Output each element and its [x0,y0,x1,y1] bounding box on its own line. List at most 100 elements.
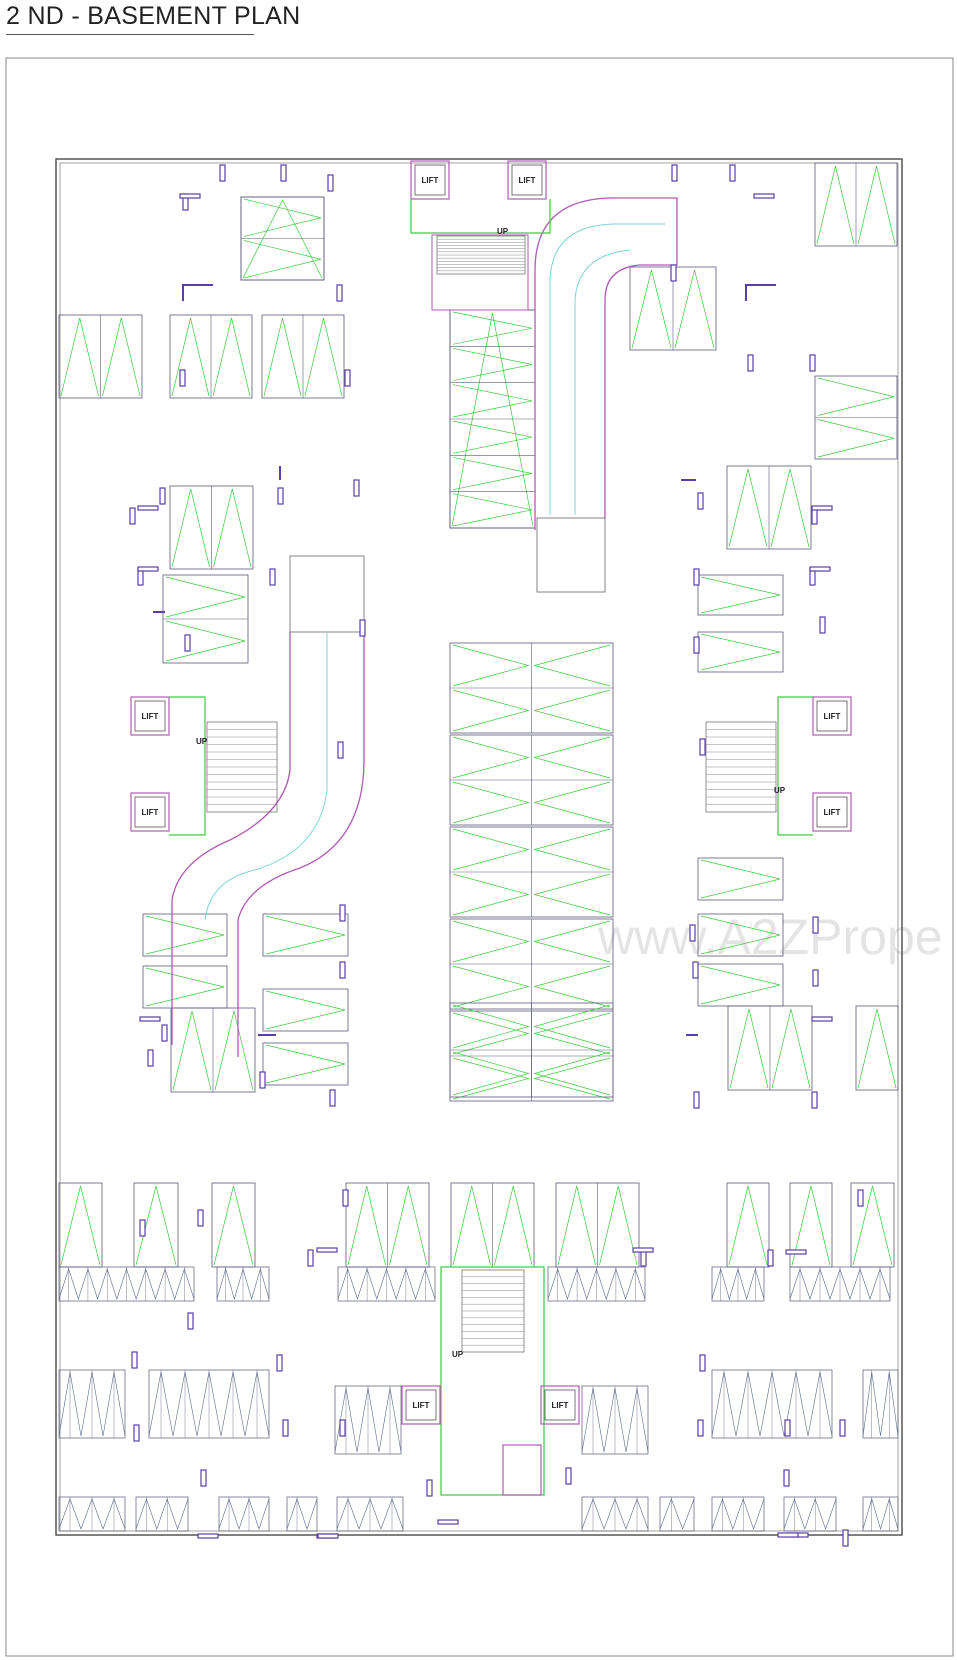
column [842,1529,849,1547]
parking-bay [262,1042,349,1086]
column [197,1209,204,1227]
column [339,961,346,979]
column [339,904,346,922]
column [179,193,201,199]
ramp-lane [204,632,328,921]
lift: LIFT [812,696,852,736]
column [179,369,186,387]
columns [129,164,864,1547]
column [269,568,276,586]
column [699,1354,706,1372]
column [812,916,819,934]
column [767,1249,774,1267]
parking-bay [814,375,898,460]
ramps [171,197,678,1057]
lift-label: LIFT [413,1401,430,1410]
parking-bay [58,1182,103,1268]
up-label: UP [452,1350,464,1359]
column [729,164,736,182]
building-outline [55,158,903,1536]
column [219,164,226,182]
two-wheeler-bays [547,1266,646,1302]
column [692,961,699,979]
column [276,1354,283,1372]
column [316,1247,338,1253]
lift-label: LIFT [824,712,841,721]
two-wheeler-bays [135,1496,189,1532]
parking-bay [449,642,614,734]
up-label: UP [497,227,509,236]
column [137,505,159,511]
core-wall [169,696,206,836]
parking-bay [262,913,349,957]
two-wheeler-bays [789,1266,891,1302]
column [329,1089,336,1107]
parking-bay [449,309,536,529]
column [784,1419,791,1437]
ramp [171,632,291,1045]
column [812,969,819,987]
column [277,487,284,505]
ramp-landing [289,555,365,633]
parking-bay [697,631,784,673]
parking-bay [142,965,228,1009]
column [307,1249,314,1267]
parking-bay [814,162,898,247]
two-wheeler-bays [783,1496,837,1532]
up-label: UP [196,737,208,746]
column [336,284,343,302]
lift-label: LIFT [519,176,536,185]
column [671,164,678,182]
lift-label: LIFT [142,808,159,817]
parking-bay [726,465,812,550]
page-title: 2 ND - BASEMENT PLAN [6,2,301,30]
parking-bay [345,1182,430,1268]
two-wheeler-bays [581,1496,649,1532]
parking-bay [169,485,254,570]
column [697,492,704,510]
column [197,1533,219,1539]
column [697,1419,704,1437]
lift-label: LIFT [552,1401,569,1410]
column [259,1071,266,1089]
lift: LIFT [507,160,547,200]
two-wheeler-bays [581,1385,649,1455]
ramp [534,197,678,530]
column [129,507,136,525]
lift: LIFT [130,792,170,832]
outer-frame [5,57,954,1657]
column [811,1091,818,1109]
lift-label: LIFT [142,712,159,721]
staircase [436,235,526,275]
two-wheeler-bays [711,1496,765,1532]
parking-bay [449,826,614,918]
title-underline [6,34,254,35]
parking-bay [726,1182,770,1268]
column [783,1469,790,1487]
column [184,634,191,652]
column [353,479,360,497]
column [857,1189,864,1207]
lift: LIFT [401,1385,441,1425]
parking-bay [855,1005,899,1091]
parking-bay [262,988,349,1032]
lift: LIFT [410,160,450,200]
staircase [705,721,777,813]
column [280,164,287,182]
two-wheeler-bays [336,1496,404,1532]
column [745,284,776,301]
column [161,1024,168,1042]
ramp-landing [536,517,606,593]
parking-bay [240,196,325,281]
two-wheeler-bays [711,1369,833,1439]
two-wheeler-bays [216,1266,270,1302]
parking-bay [162,574,249,664]
parking-bays [58,162,899,1532]
column [187,1312,194,1330]
column [139,1219,146,1237]
parking-bay [170,1007,256,1093]
two-wheeler-bays [148,1369,270,1439]
column [327,174,334,192]
parking-bay [211,1182,256,1268]
parking-bay [261,314,345,399]
